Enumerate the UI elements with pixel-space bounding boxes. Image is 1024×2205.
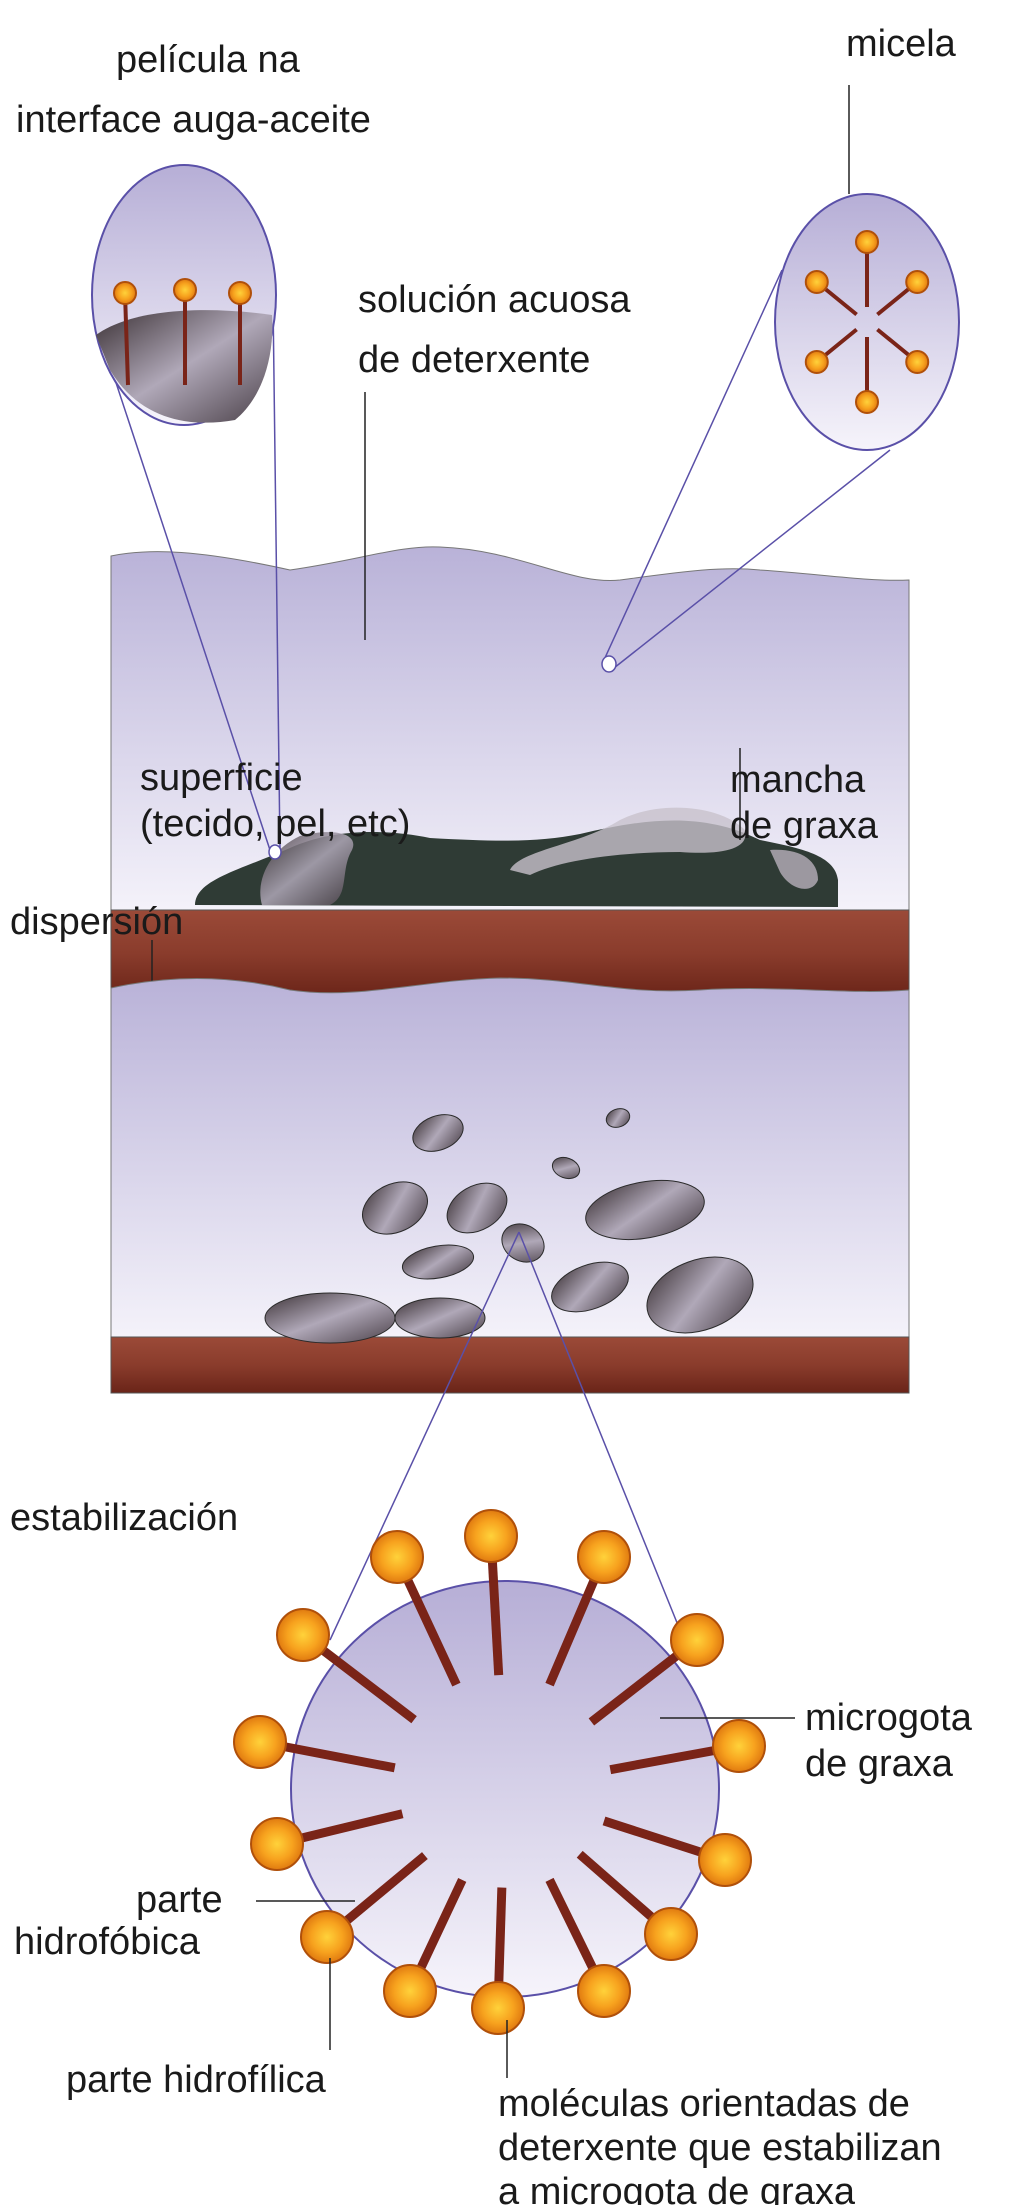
interface-film-magnifier <box>91 164 282 860</box>
hydrophilic-head <box>276 1608 330 1662</box>
grease-droplet <box>394 1297 486 1339</box>
grease-droplet <box>605 1108 631 1128</box>
label-solucion-2: de deterxente <box>358 339 590 381</box>
detergent-molecule <box>471 1887 525 2035</box>
hydrophilic-head <box>471 1981 525 2035</box>
hydrophilic-head <box>300 1910 354 1964</box>
grease-highlight <box>510 807 746 875</box>
grease-droplet <box>585 1180 705 1240</box>
hydrophilic-head <box>370 1530 424 1584</box>
label-moleculas-1: moléculas orientadas de <box>498 2083 910 2125</box>
detergent-molecule <box>300 1852 428 1964</box>
hydrophilic-head <box>644 1907 698 1961</box>
detergent-molecule <box>602 1816 752 1887</box>
grease-droplet <box>551 1156 581 1180</box>
hydrophobic-tail <box>123 292 130 386</box>
micelle-magnifier <box>601 193 960 673</box>
label-micela: micela <box>846 23 957 65</box>
detergent-molecule <box>609 1719 766 1775</box>
detergent-molecule <box>250 1809 404 1871</box>
label-solucion-1: solución acuosa <box>358 279 631 321</box>
label-pelicula-2: interface auga-aceite <box>16 99 371 141</box>
detergent-molecule <box>173 278 197 385</box>
detergent-molecule <box>855 230 879 307</box>
label-pelicula-1: película na <box>116 39 301 81</box>
label-mancha-1: mancha <box>730 759 866 801</box>
grease-droplet <box>446 1182 508 1234</box>
hydrophilic-head <box>712 1719 766 1773</box>
hydrophilic-head <box>804 350 829 374</box>
label-superficie-1: superficie <box>140 757 303 799</box>
hydrophilic-head <box>905 350 930 374</box>
detergent-molecule <box>370 1530 461 1687</box>
hydrophilic-head <box>383 1964 437 2018</box>
hydrophilic-head <box>113 281 137 305</box>
grease-droplet <box>401 1244 475 1280</box>
grease-droplet <box>646 1256 754 1334</box>
detergent-molecule <box>576 1850 698 1961</box>
detergent-molecule <box>233 1715 396 1773</box>
detergent-molecule <box>855 337 879 414</box>
hydrophilic-head <box>577 1530 631 1584</box>
label-microgota-2: de graxa <box>805 1743 954 1785</box>
label-microgota-1: microgota <box>805 1697 973 1739</box>
detergent-solution <box>110 977 910 1338</box>
detergent-molecule <box>383 1877 467 2018</box>
label-hidrofilica: parte hidrofílica <box>66 2059 327 2101</box>
label-moleculas-3: a microgota de graxa <box>498 2171 856 2205</box>
dispersion-panel <box>110 977 910 1394</box>
grease-droplet <box>264 1292 396 1344</box>
hydrophilic-head <box>577 1964 631 2018</box>
detergent-molecule <box>464 1509 518 1676</box>
label-moleculas-2: deterxente que estabilizan <box>498 2127 942 2169</box>
detergent-molecule <box>545 1530 631 1687</box>
label-dispersion: dispersión <box>10 901 183 943</box>
detergent-molecule <box>876 327 930 374</box>
grease-droplet <box>551 1261 629 1313</box>
grease-highlight <box>260 832 354 905</box>
label-superficie-2: (tecido, pel, etc) <box>140 803 410 845</box>
hydrophilic-head <box>173 278 197 302</box>
surface-fabric <box>110 1336 910 1394</box>
hydrophilic-head <box>855 230 879 254</box>
detergent-molecule <box>228 281 252 385</box>
grease-droplet <box>362 1181 428 1235</box>
label-hidrofobica-1: parte <box>136 1879 223 1921</box>
detergent-molecule <box>804 327 858 374</box>
detergent-molecule <box>588 1613 724 1726</box>
hydrophilic-head <box>670 1613 724 1667</box>
microdrop-magnifier <box>233 1231 766 2035</box>
label-estabilizacion: estabilización <box>10 1497 238 1539</box>
hydrophilic-head <box>855 390 879 414</box>
detergent-molecule <box>276 1608 417 1724</box>
hydrophilic-head <box>905 270 930 294</box>
grease-highlight <box>770 849 818 889</box>
detergent-molecule <box>545 1877 631 2018</box>
hydrophilic-head <box>804 270 829 294</box>
label-mancha-2: de graxa <box>730 805 879 847</box>
detergent-molecule <box>876 270 930 317</box>
grease-droplet <box>412 1114 464 1152</box>
hydrophilic-head <box>233 1715 287 1769</box>
detergent-molecule <box>804 270 858 317</box>
hydrophilic-head <box>250 1817 304 1871</box>
hydrophilic-head <box>228 281 252 305</box>
detergent-molecule <box>113 281 137 386</box>
label-hidrofobica-2: hidrofóbica <box>14 1921 201 1963</box>
hydrophilic-head <box>698 1833 752 1887</box>
hydrophilic-head <box>464 1509 518 1563</box>
